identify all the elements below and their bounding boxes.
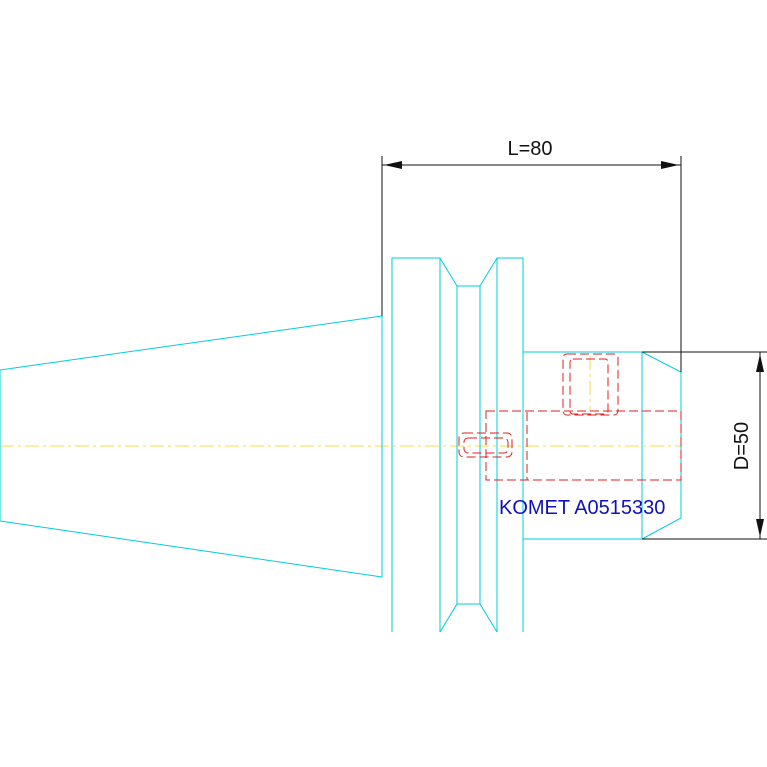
hidden-features (458, 353, 682, 481)
diameter-dimension: D=50 (642, 351, 767, 540)
hidden-pin-inner (463, 437, 509, 454)
arrow-bottom (756, 519, 764, 537)
tapered-shank (0, 315, 383, 578)
hidden-pin-outer (458, 432, 513, 458)
arrow-left (384, 161, 402, 169)
length-dimension: L=80 (381, 138, 682, 372)
hidden-screw-outer (562, 353, 619, 416)
diameter-dimension-text: D=50 (731, 422, 753, 470)
length-dimension-text: L=80 (507, 138, 552, 160)
hidden-bore (485, 410, 682, 481)
flange-with-v-groove (391, 257, 524, 633)
arrow-top (756, 354, 764, 372)
part-label: KOMET A0515330 (499, 497, 665, 519)
arrow-right (661, 161, 679, 169)
hidden-screw-inner (569, 358, 609, 415)
